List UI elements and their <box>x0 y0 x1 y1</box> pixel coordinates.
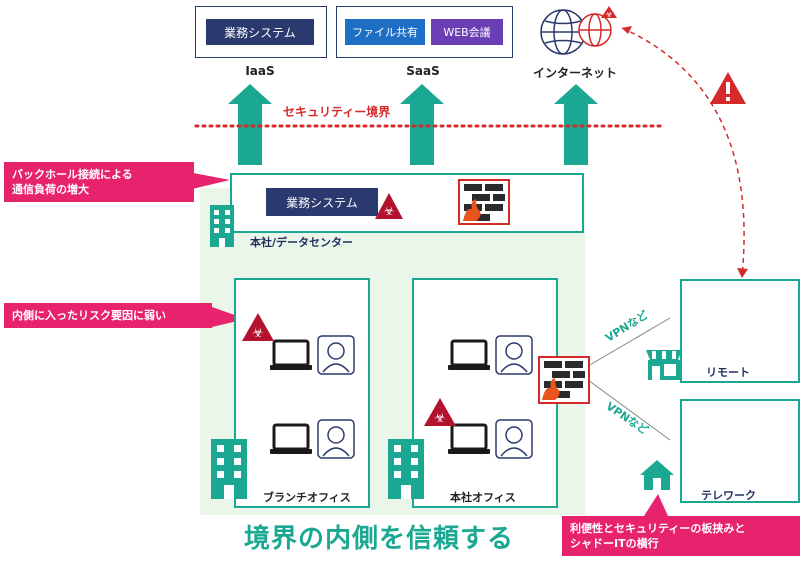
inner-risk-callout-pointer <box>212 307 246 327</box>
hq-office-room <box>412 278 558 508</box>
hq-office-label: 本社オフィス <box>450 491 516 504</box>
saas-web-meeting-box: WEB会議 <box>431 19 503 45</box>
hq-system-box: 業務システム <box>266 188 378 216</box>
saas-label: SaaS <box>406 64 440 78</box>
security-boundary-label: セキュリティー境界 <box>283 105 391 119</box>
firewall-icon <box>458 179 510 225</box>
saas-file-share-box: ファイル共有 <box>345 19 425 45</box>
iaas-label: IaaS <box>245 64 275 78</box>
cafe-icon <box>646 350 682 380</box>
office-firewall-icon <box>538 356 590 404</box>
hq-datacenter-label: 本社/データセンター <box>250 236 354 249</box>
internet-globe-icon: ☣ <box>540 6 617 55</box>
inner-risk-callout: 内側に入ったリスク要因に弱い <box>4 303 212 328</box>
saas-frame: ファイル共有 WEB会議 <box>336 6 513 58</box>
biohazard-icon: ☣ <box>375 193 403 219</box>
house-icon <box>640 460 674 490</box>
branch-office-label: ブランチオフィス <box>263 491 351 504</box>
iaas-system-box: 業務システム <box>206 19 314 45</box>
internet-label: インターネット <box>532 66 617 80</box>
branch-building-icon <box>211 439 247 499</box>
telework-label: テレワーク <box>701 489 756 502</box>
warning-icon <box>710 72 746 104</box>
convenience-callout: 利便性とセキュリティーの板挟みと シャドーITの横行 <box>562 516 800 556</box>
convenience-callout-pointer <box>644 494 668 516</box>
hq-office-building-icon <box>388 439 424 499</box>
svg-text:☣: ☣ <box>605 10 613 19</box>
backhaul-callout: バックホール接続による 通信負荷の増大 <box>4 162 194 202</box>
telework-box <box>680 399 800 503</box>
remote-box <box>680 279 800 383</box>
svg-text:☣: ☣ <box>384 204 395 218</box>
main-title: 境界の内側を信頼する <box>244 524 515 554</box>
remote-label: リモート <box>706 366 750 379</box>
iaas-frame: 業務システム <box>195 6 327 58</box>
hq-building-icon <box>210 205 234 247</box>
backhaul-callout-pointer <box>188 172 230 190</box>
